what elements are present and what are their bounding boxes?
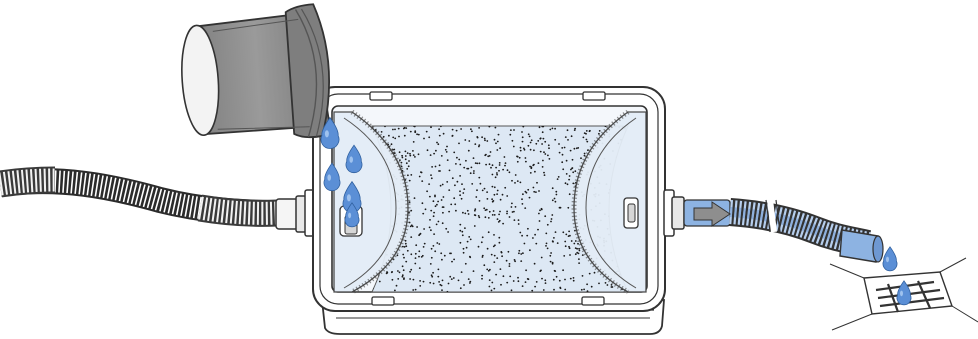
water-drop [345, 144, 363, 174]
water-drop-highlight [900, 290, 903, 297]
water-drop-highlight [327, 174, 332, 181]
water-drop-highlight [346, 194, 351, 202]
inlet-coupling [275, 189, 315, 237]
inlet-hose [0, 166, 301, 227]
water-drop-highlight [886, 256, 889, 263]
outlet-diffuser [571, 109, 647, 295]
water-drop-highlight [324, 130, 329, 138]
water-drop [320, 116, 340, 149]
water-drops [320, 116, 912, 306]
water-drop [882, 246, 898, 272]
flow-arrow-icon [693, 201, 731, 227]
water-drop [323, 162, 341, 192]
bucket-icon [181, 3, 331, 139]
water-drop-highlight [348, 212, 352, 219]
outlet-coupling [663, 189, 685, 237]
filter-media [371, 125, 629, 293]
water-drop [896, 280, 912, 306]
water-drop [344, 202, 360, 228]
water-drop-highlight [349, 156, 354, 163]
